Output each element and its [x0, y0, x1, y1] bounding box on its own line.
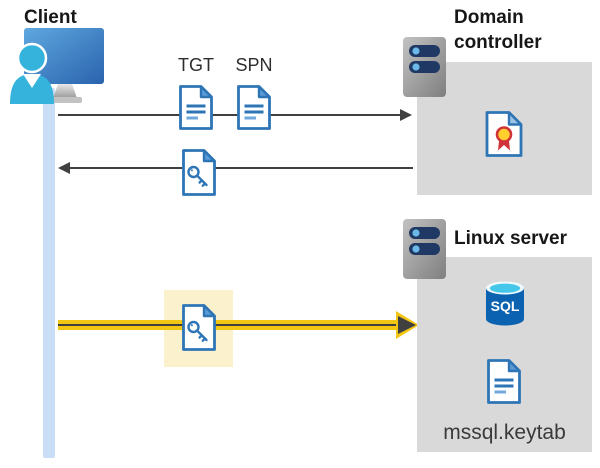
sql-database-icon: SQL — [486, 281, 524, 326]
keytab-label: mssql.keytab — [443, 421, 566, 444]
auth-arrowhead-icon — [396, 311, 419, 339]
client-device-icon — [10, 28, 104, 104]
tgt-document-icon — [179, 85, 213, 130]
keytab-document-icon — [487, 359, 521, 404]
arrowhead-left-icon — [58, 162, 70, 174]
monitor-icon — [24, 28, 104, 103]
auth-arrow-band — [58, 320, 396, 330]
certificate-icon — [485, 111, 523, 157]
arrow-client-to-dc-line — [58, 114, 400, 116]
seal-glyph — [495, 126, 513, 143]
key-document-icon — [182, 149, 216, 196]
domain-controller-title-line2: controller — [454, 32, 542, 53]
linux-server-title: Linux server — [454, 228, 567, 249]
spn-document-icon — [237, 85, 271, 130]
tgt-label: TGT — [178, 55, 214, 75]
key-glyph — [187, 320, 208, 342]
dc-server-icon — [403, 37, 446, 97]
user-icon — [10, 42, 54, 104]
sql-icon-text: SQL — [491, 298, 520, 314]
linux-server-icon — [403, 219, 446, 279]
client-timeline-bar — [43, 88, 55, 458]
key-document-highlighted-icon — [182, 304, 216, 351]
client-label: Client — [24, 7, 77, 28]
key-glyph — [187, 165, 208, 187]
domain-controller-title-line1: Domain — [454, 7, 524, 28]
spn-label: SPN — [235, 55, 273, 75]
arrowhead-right-icon — [400, 109, 412, 121]
arrow-dc-to-client-line — [70, 167, 413, 169]
auth-arrow-core-line — [58, 323, 396, 327]
domain-controller-title: Domain controller — [454, 5, 542, 55]
